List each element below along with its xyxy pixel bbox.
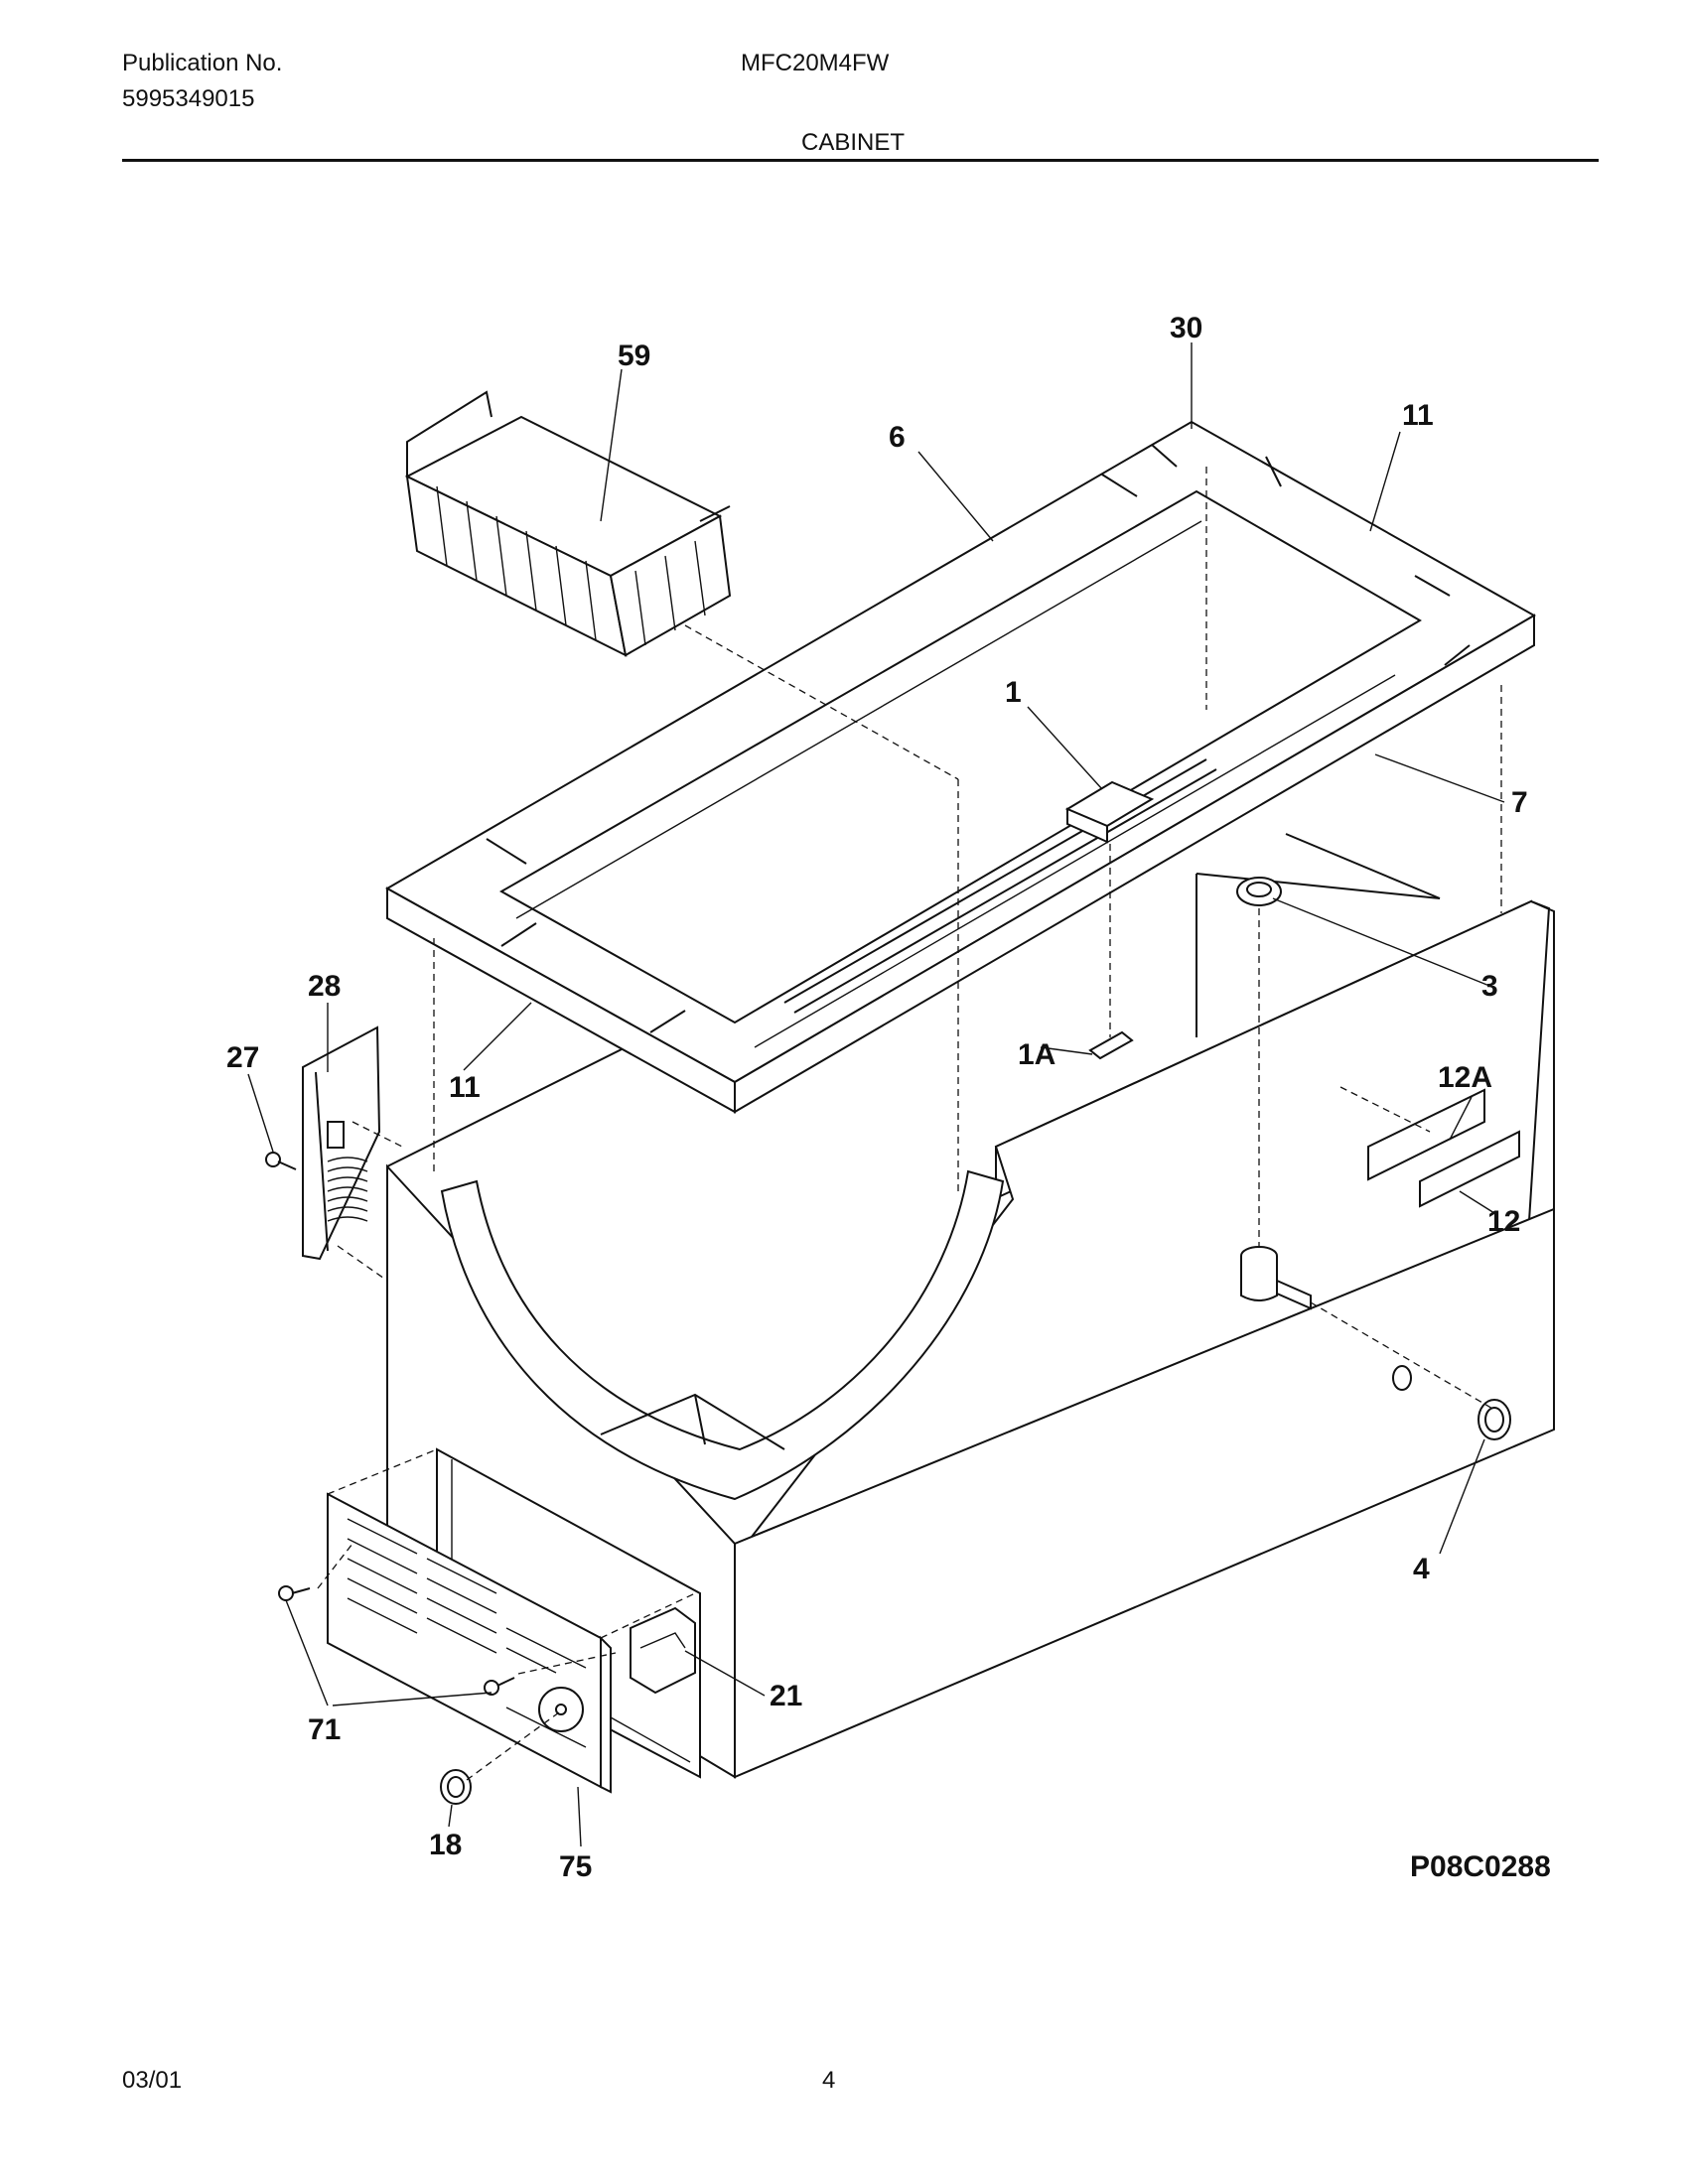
- callout-6: 6: [889, 421, 906, 454]
- callout-71: 71: [308, 1713, 341, 1746]
- drain-plug-inner: [1246, 882, 1272, 897]
- callout-11-left: 11: [449, 1071, 481, 1104]
- drain-cap-inner: [1484, 1407, 1504, 1433]
- callout-28: 28: [308, 970, 341, 1003]
- clip-1a: [1088, 1030, 1134, 1060]
- callout-4: 4: [1413, 1553, 1430, 1585]
- screw-27: [265, 1152, 297, 1170]
- section-title: CABINET: [801, 129, 906, 156]
- hinge-assembly: [302, 1025, 381, 1261]
- alignment-lines: [317, 467, 1502, 1781]
- publication-number: 5995349015: [122, 85, 255, 112]
- drain-tube: [1240, 1246, 1412, 1391]
- callout-12a: 12A: [1438, 1061, 1492, 1094]
- front-grille: [327, 1492, 612, 1794]
- cabinet-body: [386, 833, 1555, 1779]
- callout-75: 75: [559, 1850, 592, 1883]
- label-12: [1419, 1130, 1520, 1208]
- breaker-frame: [384, 420, 1537, 1114]
- power-switch: [630, 1606, 696, 1695]
- footer-date: 03/01: [122, 2067, 183, 2094]
- callout-1a: 1A: [1018, 1038, 1055, 1071]
- leader-lines: [247, 342, 1505, 1847]
- wire-basket: [404, 390, 732, 657]
- header-rule: [122, 159, 1599, 162]
- footer-page-number: 4: [822, 2067, 836, 2094]
- grille-button-inner: [447, 1776, 465, 1798]
- label-12a: [1367, 1088, 1485, 1181]
- callout-11-top: 11: [1402, 399, 1434, 432]
- grille-screws: [278, 1585, 515, 1696]
- callout-21: 21: [770, 1680, 802, 1712]
- publication-label: Publication No.: [122, 50, 283, 76]
- light-switch-part-1: [1064, 780, 1155, 844]
- model-number: MFC20M4FW: [741, 50, 890, 76]
- callout-30: 30: [1170, 312, 1202, 344]
- callout-12: 12: [1487, 1205, 1520, 1238]
- callout-27: 27: [226, 1041, 259, 1074]
- callout-1: 1: [1005, 676, 1022, 709]
- callout-7: 7: [1511, 786, 1528, 819]
- figure-code: P08C0288: [1410, 1850, 1551, 1883]
- callout-59: 59: [618, 340, 650, 372]
- callout-18: 18: [429, 1829, 462, 1861]
- callout-3: 3: [1481, 970, 1498, 1003]
